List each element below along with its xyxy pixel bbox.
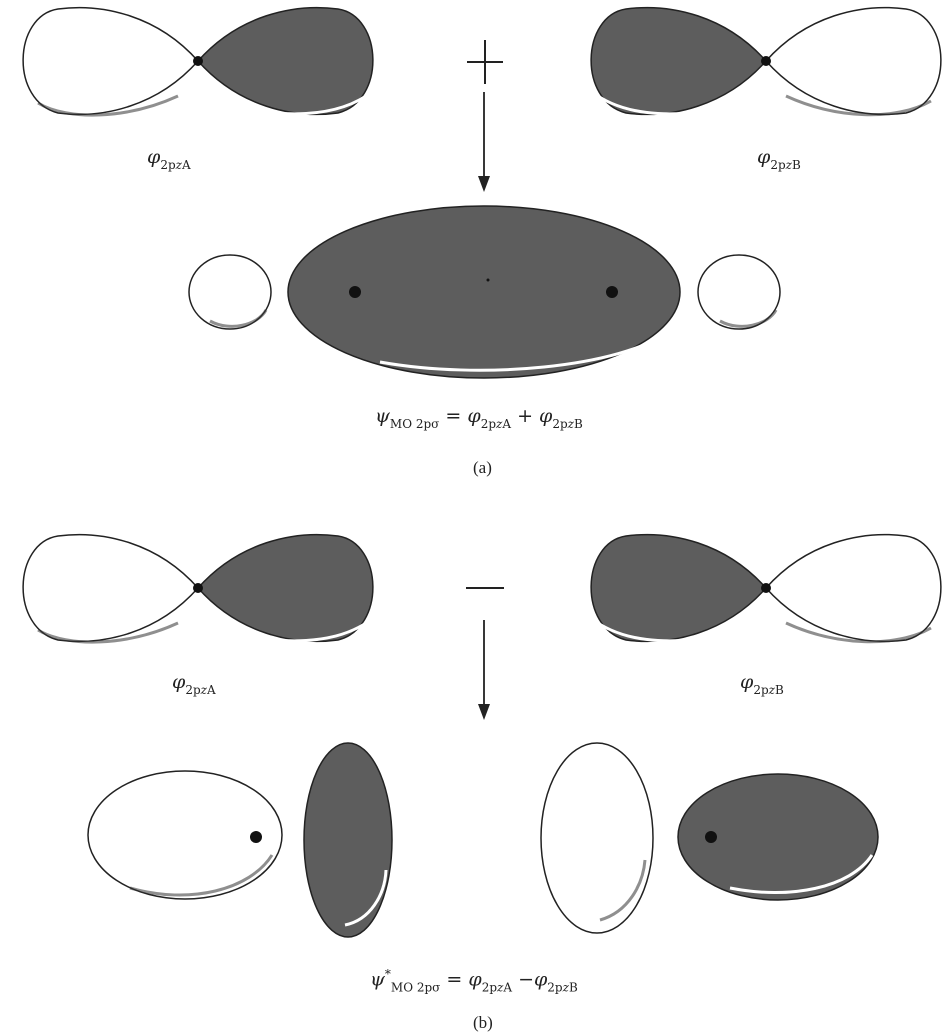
p-orbital-A-top bbox=[23, 8, 373, 115]
down-arrow bbox=[478, 92, 490, 192]
inner-lobe-A bbox=[304, 743, 392, 937]
plus-operator bbox=[467, 40, 503, 84]
nucleus-B bbox=[761, 56, 771, 66]
sigma-bonding-mo bbox=[189, 206, 780, 378]
label-phi-2pzB-top: φ2pzB bbox=[757, 146, 801, 172]
sigma-antibonding-mo bbox=[88, 743, 878, 937]
nucleus-A bbox=[193, 583, 203, 593]
panel-a bbox=[23, 8, 941, 378]
caption-a: (a) bbox=[473, 458, 492, 478]
equation-antibonding: ψ*MO 2pσ = φ2pzA −φ2pzB bbox=[370, 967, 578, 994]
p-orbital-A-bottom bbox=[23, 535, 373, 642]
positive-lobe bbox=[591, 8, 766, 115]
positive-lobe bbox=[198, 535, 373, 642]
nucleus-A bbox=[250, 831, 262, 843]
panel-b bbox=[23, 535, 941, 937]
nucleus-B bbox=[705, 831, 717, 843]
p-orbital-B-top bbox=[591, 8, 941, 115]
p-orbital-B-bottom bbox=[591, 535, 941, 642]
label-phi-2pzA-top: φ2pzA bbox=[147, 146, 191, 172]
down-arrow bbox=[478, 620, 490, 720]
label-phi-2pzA-bottom: φ2pzA bbox=[172, 671, 216, 697]
nucleus-B bbox=[606, 286, 618, 298]
nucleus-B bbox=[761, 583, 771, 593]
positive-lobe bbox=[591, 535, 766, 642]
inner-lobe-B bbox=[541, 743, 653, 933]
caption-b: (b) bbox=[473, 1013, 493, 1033]
positive-lobe bbox=[198, 8, 373, 115]
equation-bonding: ψMO 2pσ = φ2pzA + φ2pzB bbox=[375, 405, 583, 431]
label-phi-2pzB-bottom: φ2pzB bbox=[740, 671, 784, 697]
nucleus-A bbox=[193, 56, 203, 66]
nucleus-A bbox=[349, 286, 361, 298]
